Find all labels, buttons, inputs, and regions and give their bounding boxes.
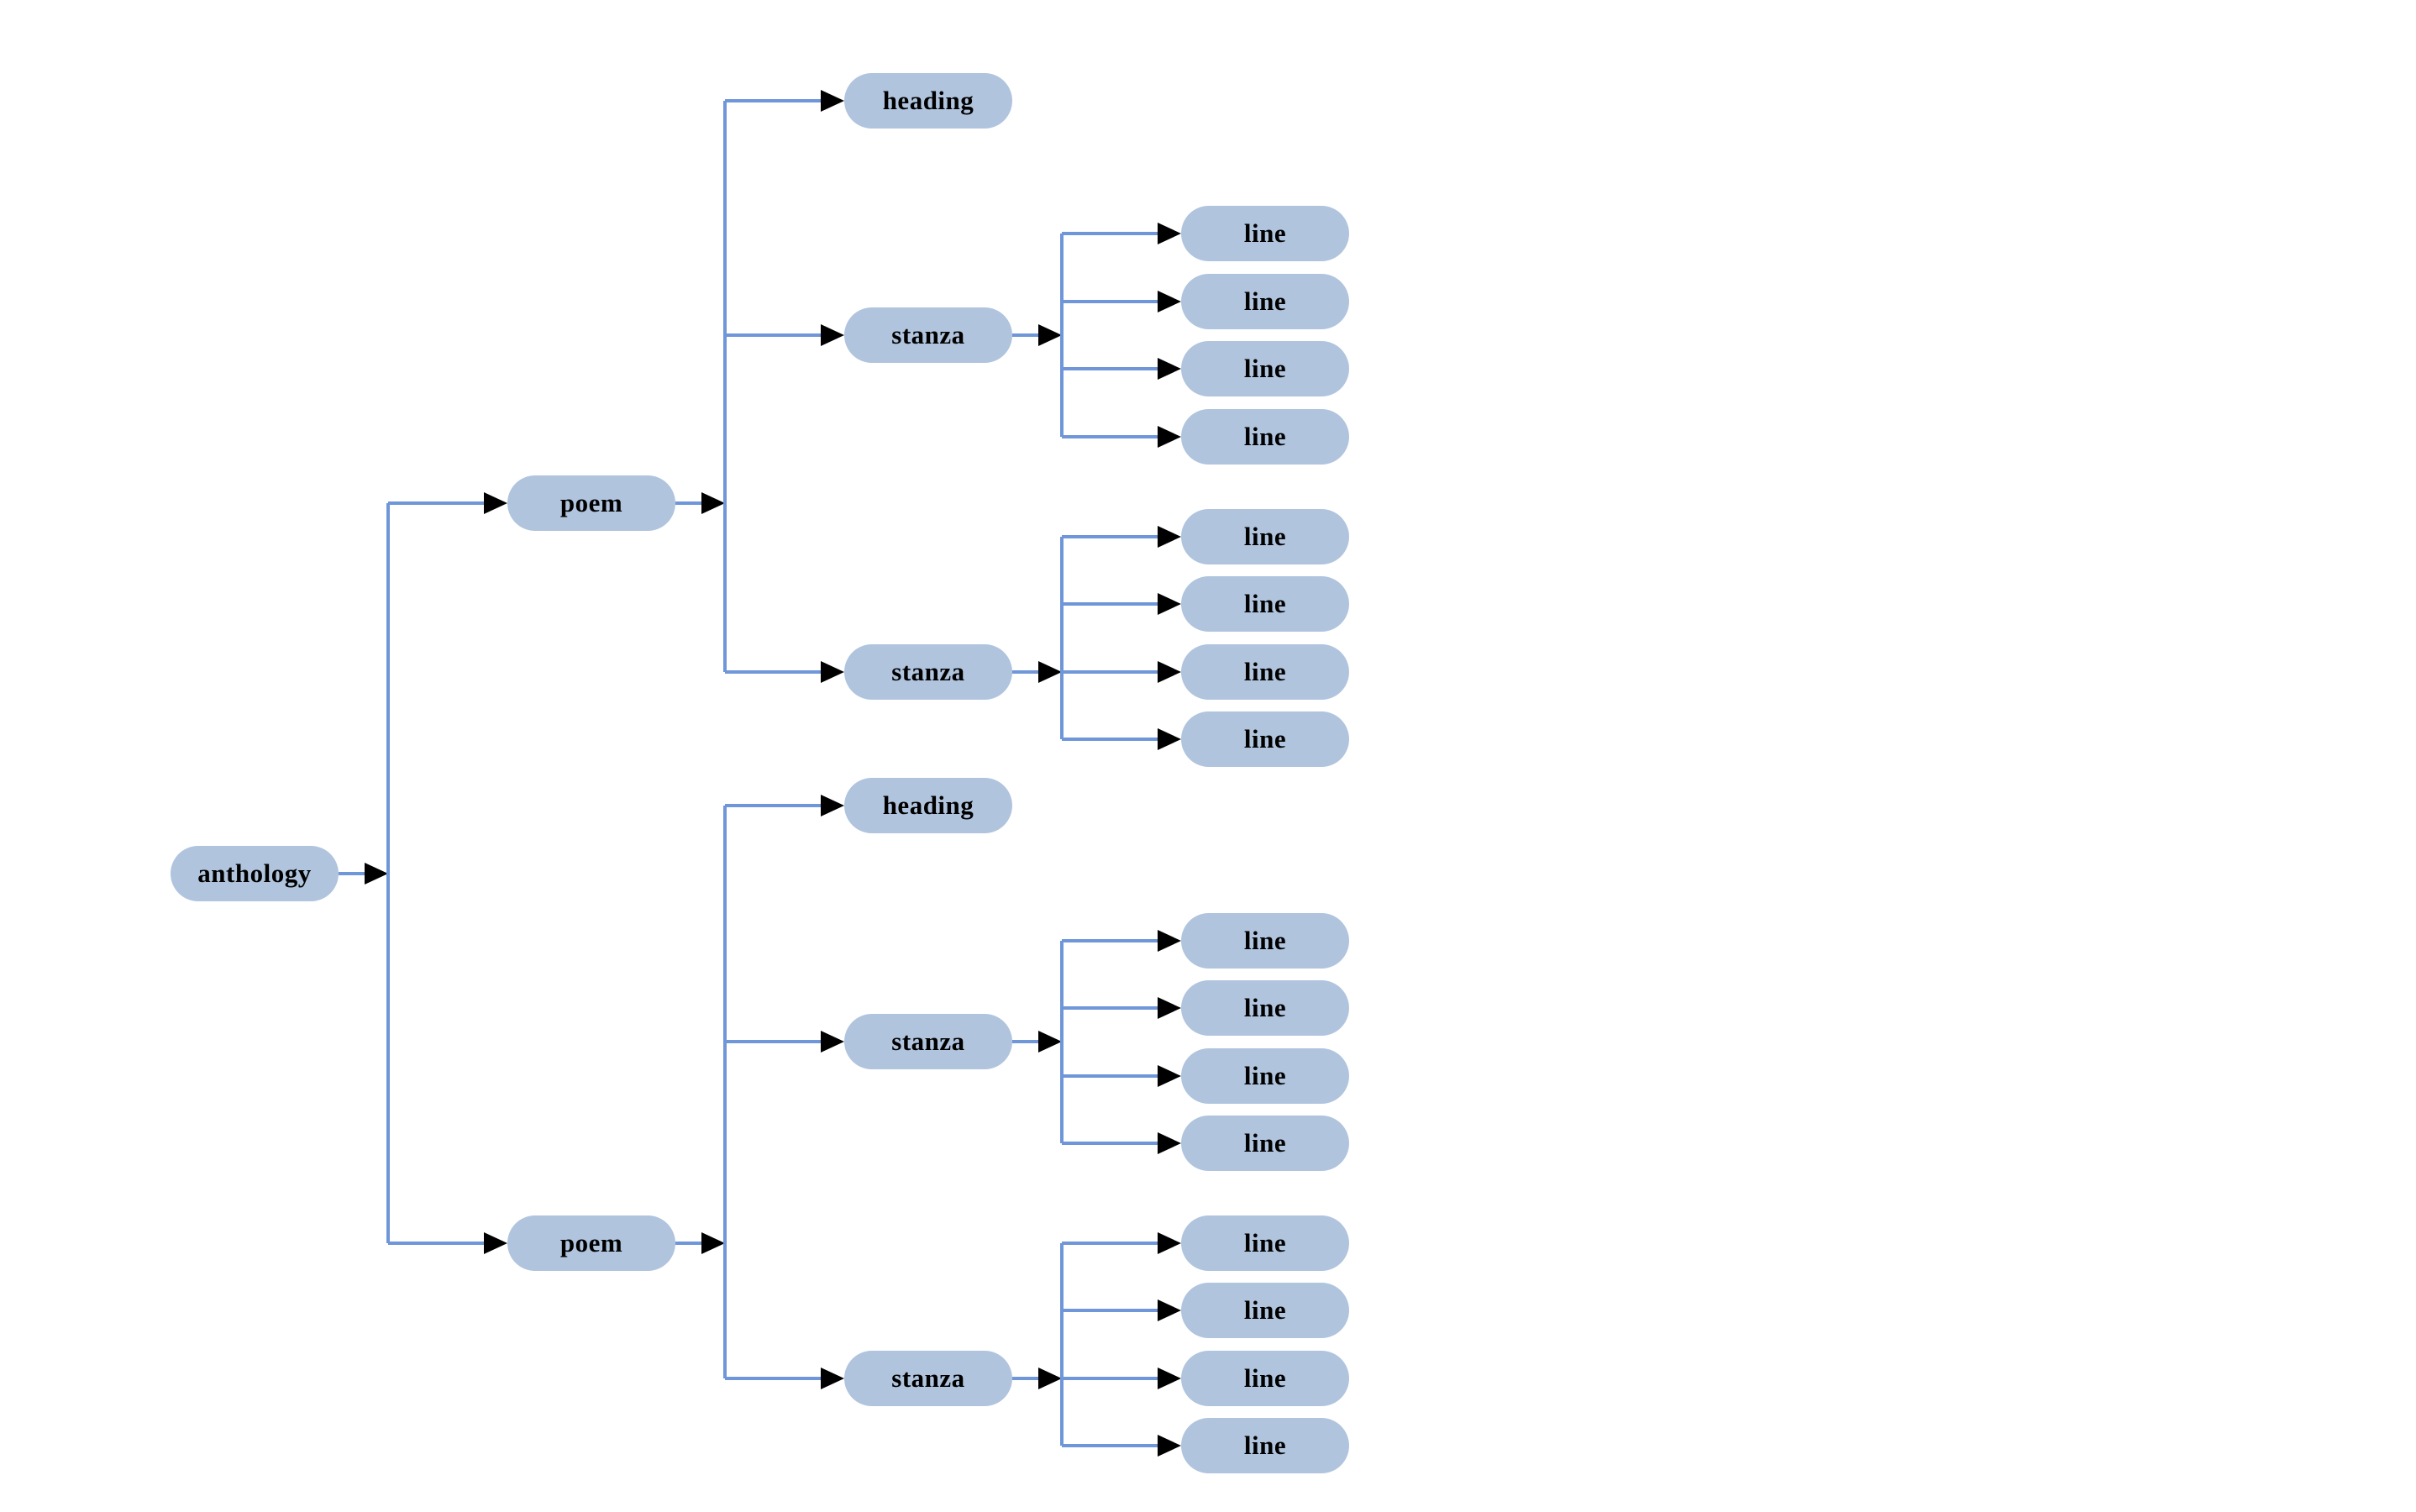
node-heading-1: heading [844,73,1012,129]
node-line-3-4: line [1181,1116,1349,1171]
arrowhead-icon [1158,593,1181,615]
node-line-1-1: line [1181,206,1349,261]
arrowhead-icon [1038,1031,1062,1053]
arrowhead-icon [821,324,844,346]
node-line-1-4: line [1181,409,1349,465]
arrowhead-icon [1158,1232,1181,1254]
node-poem-2: poem [507,1215,675,1271]
node-heading-2: heading [844,778,1012,833]
node-stanza-3: stanza [844,1014,1012,1069]
arrowhead-icon [1038,324,1062,346]
node-stanza-1: stanza [844,307,1012,363]
node-line-4-3: line [1181,1351,1349,1406]
node-line-4-1: line [1181,1215,1349,1271]
node-line-4-4: line [1181,1418,1349,1473]
node-line-4-2: line [1181,1283,1349,1338]
node-line-1-2: line [1181,274,1349,329]
arrowhead-icon [1158,1132,1181,1154]
arrowhead-icon [1158,1065,1181,1087]
arrowhead-icon [484,492,507,514]
node-line-2-1: line [1181,509,1349,564]
arrowhead-icon [1158,997,1181,1019]
arrowhead-icon [1158,526,1181,548]
arrowhead-icon [1158,728,1181,750]
arrowhead-icon [821,795,844,816]
arrowhead-icon [365,863,388,885]
edges-stanza-4 [1012,1232,1181,1457]
arrowhead-icon [1038,661,1062,683]
node-line-1-3: line [1181,341,1349,396]
arrowhead-icon [821,1368,844,1389]
arrowhead-icon [1158,1368,1181,1389]
arrowhead-icon [701,1232,725,1254]
edges-anthology [339,492,507,1254]
arrowhead-icon [1158,930,1181,952]
node-line-3-1: line [1181,913,1349,969]
arrowhead-icon [1158,1435,1181,1457]
arrowhead-icon [1038,1368,1062,1389]
node-line-2-3: line [1181,644,1349,700]
node-stanza-4: stanza [844,1351,1012,1406]
node-line-2-2: line [1181,576,1349,632]
edges-stanza-3 [1012,930,1181,1154]
arrowhead-icon [1158,358,1181,380]
arrowhead-icon [1158,661,1181,683]
edges-stanza-1 [1012,223,1181,448]
arrowhead-icon [821,661,844,683]
node-line-2-4: line [1181,711,1349,767]
edges-poem-1 [675,90,844,683]
arrowhead-icon [701,492,725,514]
arrowhead-icon [821,90,844,112]
arrowhead-icon [1158,426,1181,448]
arrowhead-icon [821,1031,844,1053]
node-anthology: anthology [171,846,339,901]
arrowhead-icon [484,1232,507,1254]
node-poem-1: poem [507,475,675,531]
arrowhead-icon [1158,1299,1181,1321]
node-stanza-2: stanza [844,644,1012,700]
node-line-3-2: line [1181,980,1349,1036]
arrowhead-icon [1158,223,1181,244]
arrowhead-icon [1158,291,1181,312]
node-line-3-3: line [1181,1048,1349,1104]
edges-poem-2 [675,795,844,1389]
edges-stanza-2 [1012,526,1181,750]
